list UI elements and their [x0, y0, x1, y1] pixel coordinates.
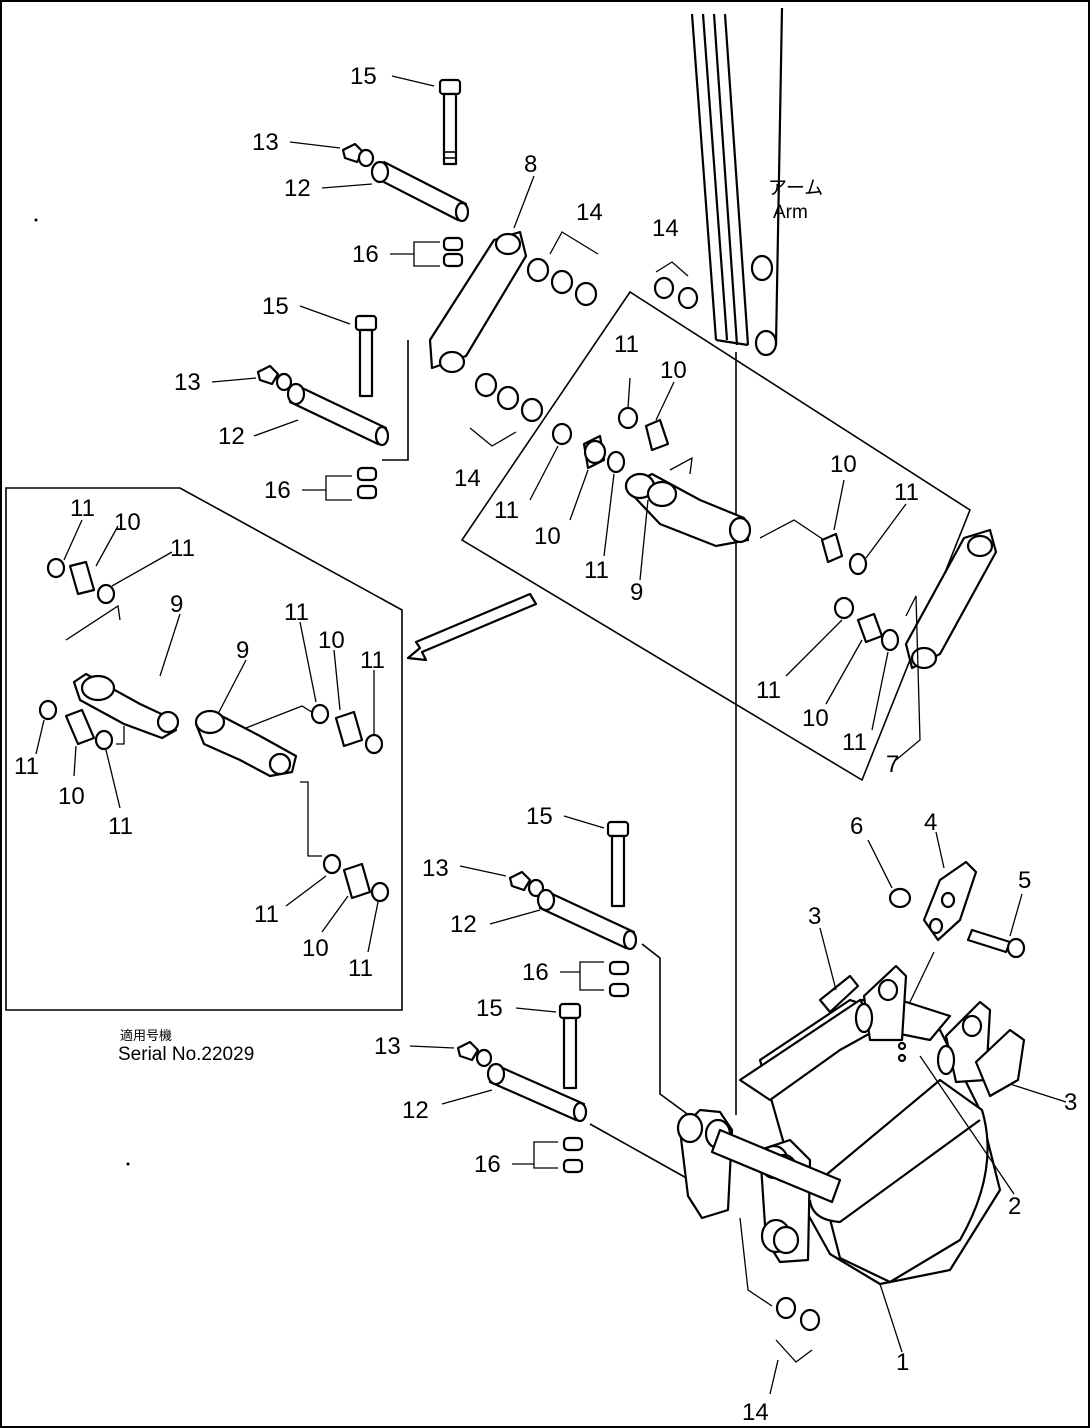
callout: 15 — [350, 63, 377, 90]
callout: 11 — [360, 647, 385, 674]
callout: 3 — [1064, 1089, 1077, 1116]
callout: 14 — [652, 215, 679, 242]
callout: 12 — [218, 423, 245, 450]
callout: 8 — [524, 151, 537, 178]
callout: 11 — [14, 753, 39, 780]
callout: 12 — [284, 175, 311, 202]
callout: 10 — [660, 357, 687, 384]
callout: 15 — [476, 995, 503, 1022]
callout: 13 — [174, 369, 201, 396]
callout: 10 — [802, 705, 829, 732]
callout: 14 — [576, 199, 603, 226]
callout: 11 — [108, 813, 133, 840]
callout: 13 — [422, 855, 449, 882]
arm-label-jp: アーム — [768, 178, 823, 199]
callout: 11 — [70, 495, 95, 522]
callout: 5 — [1018, 867, 1031, 894]
arm: アーム Arm — [690, 7, 823, 1115]
callout: 16 — [474, 1151, 501, 1178]
callout: 14 — [742, 1399, 769, 1426]
inset-caption-serial: Serial No.22029 — [118, 1044, 254, 1065]
callout: 11 — [170, 535, 195, 562]
callout: 10 — [114, 509, 141, 536]
callout: 11 — [284, 599, 309, 626]
callout: 3 — [808, 903, 821, 930]
callout: 4 — [924, 809, 937, 836]
callout: 11 — [348, 955, 373, 982]
callout: 7 — [886, 751, 899, 778]
callout: 13 — [374, 1033, 401, 1060]
callout: 11 — [494, 497, 519, 524]
callout: 12 — [402, 1097, 429, 1124]
callout: 10 — [318, 627, 345, 654]
callout: 11 — [894, 479, 919, 506]
leader-lines — [35, 75, 1067, 1395]
callout: 15 — [262, 293, 289, 320]
upper-pin-group — [256, 78, 699, 500]
inset-panel: 適用号機 Serial No.22029 — [5, 487, 538, 1065]
link-subassembly — [460, 290, 998, 782]
callout: 14 — [454, 465, 481, 492]
callout: 9 — [170, 591, 183, 618]
callout: 11 — [254, 901, 279, 928]
callout: 9 — [236, 637, 249, 664]
callout: 16 — [352, 241, 379, 268]
callout: 10 — [302, 935, 329, 962]
callout: 6 — [850, 813, 863, 840]
callout: 10 — [830, 451, 857, 478]
callout: 11 — [756, 677, 781, 704]
callout: 2 — [1008, 1193, 1021, 1220]
callout: 1 — [896, 1349, 909, 1376]
inset-caption-jp: 適用号機 — [120, 1028, 172, 1044]
callout: 9 — [630, 579, 643, 606]
callout: 13 — [252, 129, 279, 156]
callout: 12 — [450, 911, 477, 938]
callout: 11 — [584, 557, 609, 584]
callout: 10 — [58, 783, 85, 810]
callout: 10 — [534, 523, 561, 550]
callout: 15 — [526, 803, 553, 830]
callout: 11 — [842, 729, 867, 756]
callout: 16 — [264, 477, 291, 504]
lower-pin-groups — [456, 820, 821, 1363]
callout-numbers: 15 13 12 8 14 14 16 15 13 12 16 14 11 10… — [14, 63, 1077, 1426]
arm-label-en: Arm — [773, 202, 808, 223]
callout: 16 — [522, 959, 549, 986]
bucket — [676, 860, 1026, 1286]
callout: 11 — [614, 331, 639, 358]
